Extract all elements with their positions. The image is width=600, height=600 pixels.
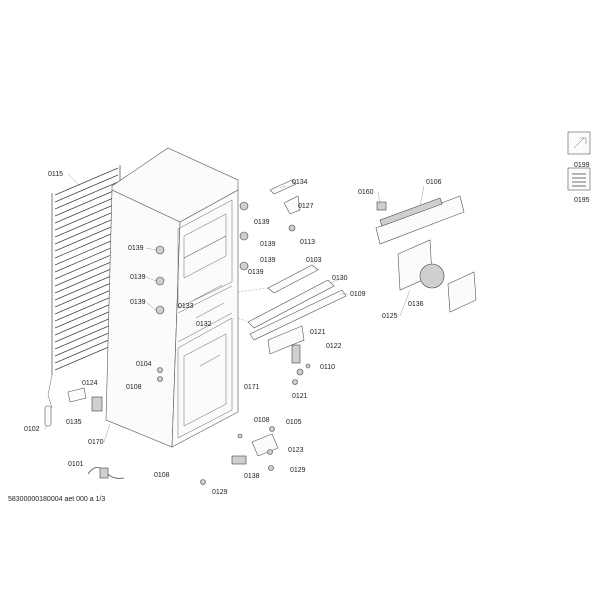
wrench-book-icon: [567, 131, 591, 155]
callout-0115: 0115: [48, 171, 63, 178]
callout-0129: 0129: [290, 467, 306, 474]
callout-0139: 0139: [260, 257, 276, 264]
callout-0160: 0160: [358, 189, 374, 196]
callout-0130: 0130: [332, 275, 348, 282]
rail-lower: [249, 289, 347, 341]
hinge-plate: [267, 325, 305, 355]
legend-0199: 0199: [574, 162, 590, 169]
callout-0104: 0104: [136, 361, 152, 368]
spring-coil-icon: [567, 167, 591, 191]
callout-0127: 0127: [298, 203, 314, 210]
callout-0102: 0102: [24, 426, 40, 433]
fan-cover: [447, 271, 477, 313]
screw: [237, 433, 243, 439]
callout-0123: 0123: [288, 447, 304, 454]
callout-0101: 0101: [68, 461, 84, 468]
plug: [99, 467, 109, 479]
callout-0113: 0113: [300, 239, 315, 246]
callout-0138: 0138: [244, 473, 260, 480]
callout-0133: 0133: [178, 303, 194, 310]
bracket-clip: [283, 195, 301, 215]
callout-0171: 0171: [244, 384, 260, 391]
callout-0135: 0135: [66, 419, 82, 426]
callout-0106: 0106: [426, 179, 442, 186]
callout-0132: 0132: [196, 321, 212, 328]
callout-0108: 0108: [254, 417, 270, 424]
callout-0129: 0129: [212, 489, 228, 496]
callout-0124: 0124: [82, 380, 98, 387]
sensor-unit: [91, 396, 103, 412]
hinge-clips: [155, 201, 249, 382]
callout-0103: 0103: [306, 257, 322, 264]
callout-0109: 0109: [350, 291, 366, 298]
base-clip: [231, 455, 247, 465]
lower-hinge: [251, 433, 279, 457]
washer: [269, 426, 275, 432]
rail-upper: [267, 264, 319, 294]
cabinet-body: [105, 147, 239, 448]
callout-0139: 0139: [128, 245, 144, 252]
hinge-pin: [291, 344, 301, 364]
callout-0121: 0121: [310, 329, 326, 336]
screw: [288, 224, 296, 232]
callout-0122: 0122: [326, 343, 342, 350]
washer: [305, 363, 311, 369]
callout-0139: 0139: [130, 299, 146, 306]
legend-0195: 0195: [574, 197, 590, 204]
screw: [296, 368, 304, 376]
fan-motor: [419, 263, 445, 289]
callout-0170: 0170: [88, 439, 104, 446]
drain-tube: [44, 405, 52, 427]
callout-0134: 0134: [292, 179, 308, 186]
rail-middle: [247, 279, 335, 329]
cover-plate: [67, 387, 87, 403]
screw: [267, 449, 273, 455]
screw: [292, 379, 298, 385]
leader-lines: [43, 173, 425, 443]
screw: [200, 479, 206, 485]
callout-0121: 0121: [292, 393, 308, 400]
control-knob: [376, 201, 387, 211]
callout-0108: 0108: [154, 472, 170, 479]
callout-0136: 0136: [408, 301, 424, 308]
screw: [268, 465, 274, 471]
callout-0125: 0125: [382, 313, 398, 320]
drawing-number: 58300000180004 aet 000 a 1/3: [8, 496, 106, 503]
callout-0105: 0105: [286, 419, 302, 426]
callout-labels: 0115 0134 0127 0139 0113 0139 0139 0139 …: [24, 162, 590, 496]
callout-0139: 0139: [130, 274, 146, 281]
callout-0110: 0110: [320, 364, 335, 371]
callout-0108: 0108: [126, 384, 142, 391]
callout-0139: 0139: [254, 219, 270, 226]
callout-0139: 0139: [248, 269, 264, 276]
callout-0139: 0139: [260, 241, 276, 248]
